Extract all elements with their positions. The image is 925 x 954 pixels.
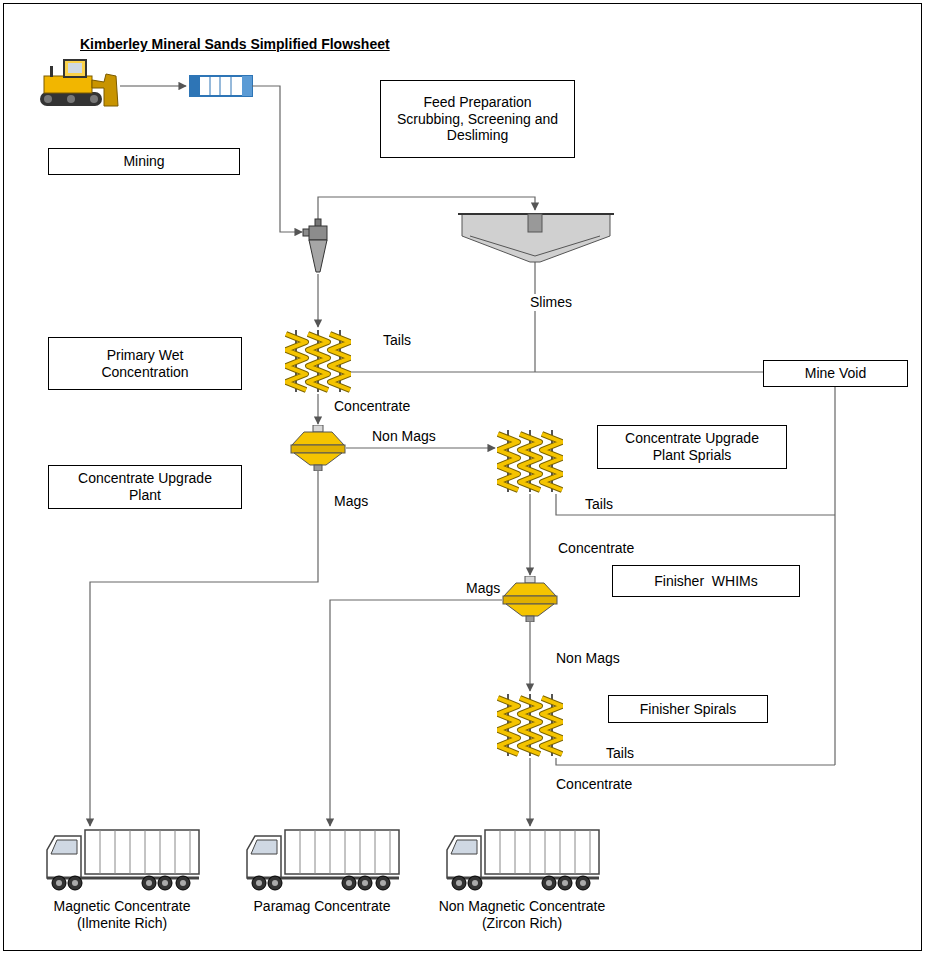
truck-icon [447,830,599,890]
feed-line [120,85,186,86]
process-box: Concentrate Upgrade Plant Sprials [597,425,787,469]
product-label: Magnetic Concentrate (Ilmenite Rich) [47,898,197,932]
box-text: Mining [123,153,164,170]
stream-label: Mags [334,493,368,510]
process-box: Mine Void [763,360,908,387]
box-text: Concentrate Upgrade Plant [70,470,220,504]
whims-icon [503,576,557,622]
stream-label: Slimes [528,294,574,311]
diagram-title: Kimberley Mineral Sands Simplified Flows… [80,36,390,52]
bulldozer-icon [40,60,118,106]
stream-label: Tails [585,496,613,513]
process-box: Finisher Spirals [608,695,768,723]
box-text: Feed Preparation Scrubbing, Screening an… [392,94,564,144]
box-text: Primary Wet Concentration [85,347,205,381]
stream-label: Tails [383,332,411,349]
box-text: Concentrate Upgrade Plant Sprials [617,430,767,464]
stream-label: Concentrate [556,776,632,793]
truck-icon [47,830,199,890]
stream-label: Concentrate [334,398,410,415]
box-text: Finisher WHIMs [654,573,757,590]
stream-label: Tails [606,745,634,762]
stream-label: Non Mags [556,650,620,667]
process-box: Concentrate Upgrade Plant [48,465,242,509]
spiral-icon [498,694,562,756]
thickener-icon [458,214,614,262]
stream-label: Mags [466,580,500,597]
product-label: Non Magnetic Concentrate (Zircon Rich) [427,898,617,932]
box-text: Finisher Spirals [640,701,736,718]
process-box: Primary Wet Concentration [48,337,242,390]
process-box: Feed Preparation Scrubbing, Screening an… [380,80,575,158]
process-box: Mining [48,148,240,175]
whims-icon [291,425,345,471]
product-label: Paramag Concentrate [247,898,397,915]
spiral-icon [498,430,562,492]
stream-label: Non Mags [372,428,436,445]
spiral-icon [286,330,350,392]
box-text: Mine Void [805,365,866,382]
process-box: Finisher WHIMs [612,565,800,597]
feed-hopper-icon [190,76,252,96]
cyclone-icon [303,219,327,272]
flow-lines [90,86,835,826]
truck-icon [247,830,399,890]
stream-label: Concentrate [558,540,634,557]
